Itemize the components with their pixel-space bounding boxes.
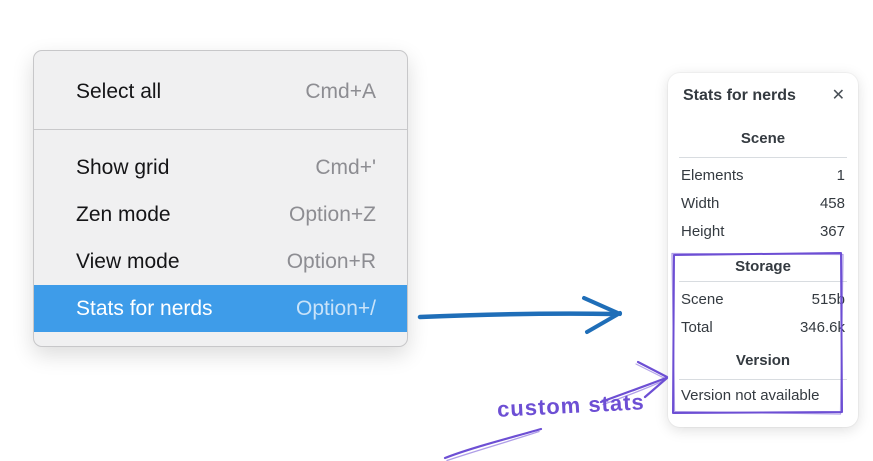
menu-item-label: View mode xyxy=(76,249,180,273)
custom-stats-annotation-label: custom stats xyxy=(496,389,646,422)
stat-label: Height xyxy=(681,223,725,240)
version-note: Version not available xyxy=(681,387,820,404)
section-scene: Scene Elements 1 Width 458 Height 367 xyxy=(679,129,847,246)
stat-label: Total xyxy=(681,319,713,336)
stat-value: 458 xyxy=(819,195,845,212)
menu-section-main: Show grid Cmd+' Zen mode Option+Z View m… xyxy=(34,130,407,346)
menu-item-select-all[interactable]: Select all Cmd+A xyxy=(34,68,407,115)
stat-row-width: Width 458 xyxy=(679,190,847,218)
stats-panel-header: Stats for nerds ✕ xyxy=(679,85,847,107)
stat-row-elements: Elements 1 xyxy=(679,162,847,190)
stat-value: 367 xyxy=(819,223,845,240)
menu-divider xyxy=(34,129,407,130)
stat-value: 346.6k xyxy=(799,319,845,336)
menu-item-shortcut: Cmd+A xyxy=(305,79,376,103)
section-header: Storage xyxy=(735,258,791,275)
section-header: Version xyxy=(735,352,791,369)
menu-item-label: Select all xyxy=(76,79,162,103)
section-storage: Storage Scene 515b Total 346.6k xyxy=(679,257,847,342)
stats-panel: Stats for nerds ✕ Scene Elements 1 Width… xyxy=(668,73,858,427)
menu-item-stats-for-nerds[interactable]: Stats for nerds Option+/ xyxy=(34,285,407,332)
close-icon[interactable]: ✕ xyxy=(831,87,845,104)
menu-item-shortcut: Option+R xyxy=(286,249,376,273)
stat-value: 1 xyxy=(836,167,845,184)
menu-item-show-grid[interactable]: Show grid Cmd+' xyxy=(34,144,407,191)
section-divider xyxy=(679,379,847,380)
menu-section-top: Select all Cmd+A xyxy=(34,51,407,129)
menu-item-shortcut: Option+/ xyxy=(296,296,376,320)
menu-item-shortcut: Option+Z xyxy=(289,202,376,226)
annotation-arrow xyxy=(443,360,669,461)
stat-label: Elements xyxy=(681,167,744,184)
menu-item-shortcut: Cmd+' xyxy=(315,155,376,179)
stat-label: Width xyxy=(681,195,720,212)
stat-row-total-size: Total 346.6k xyxy=(679,314,847,342)
section-version: Version Version not available xyxy=(679,351,847,410)
stats-panel-title: Stats for nerds xyxy=(683,87,796,104)
stat-value: 515b xyxy=(811,291,845,308)
stat-row-scene-size: Scene 515b xyxy=(679,286,847,314)
section-divider xyxy=(679,157,847,158)
blue-arrow xyxy=(417,296,622,334)
context-menu: Select all Cmd+A Show grid Cmd+' Zen mod… xyxy=(33,50,408,347)
menu-item-zen-mode[interactable]: Zen mode Option+Z xyxy=(34,191,407,238)
stat-row-height: Height 367 xyxy=(679,218,847,246)
menu-item-label: Show grid xyxy=(76,155,170,179)
menu-item-label: Stats for nerds xyxy=(76,296,213,320)
menu-item-label: Zen mode xyxy=(76,202,171,226)
section-header: Scene xyxy=(740,130,786,147)
menu-item-view-mode[interactable]: View mode Option+R xyxy=(34,238,407,285)
stat-label: Scene xyxy=(681,291,724,308)
section-divider xyxy=(679,281,847,282)
